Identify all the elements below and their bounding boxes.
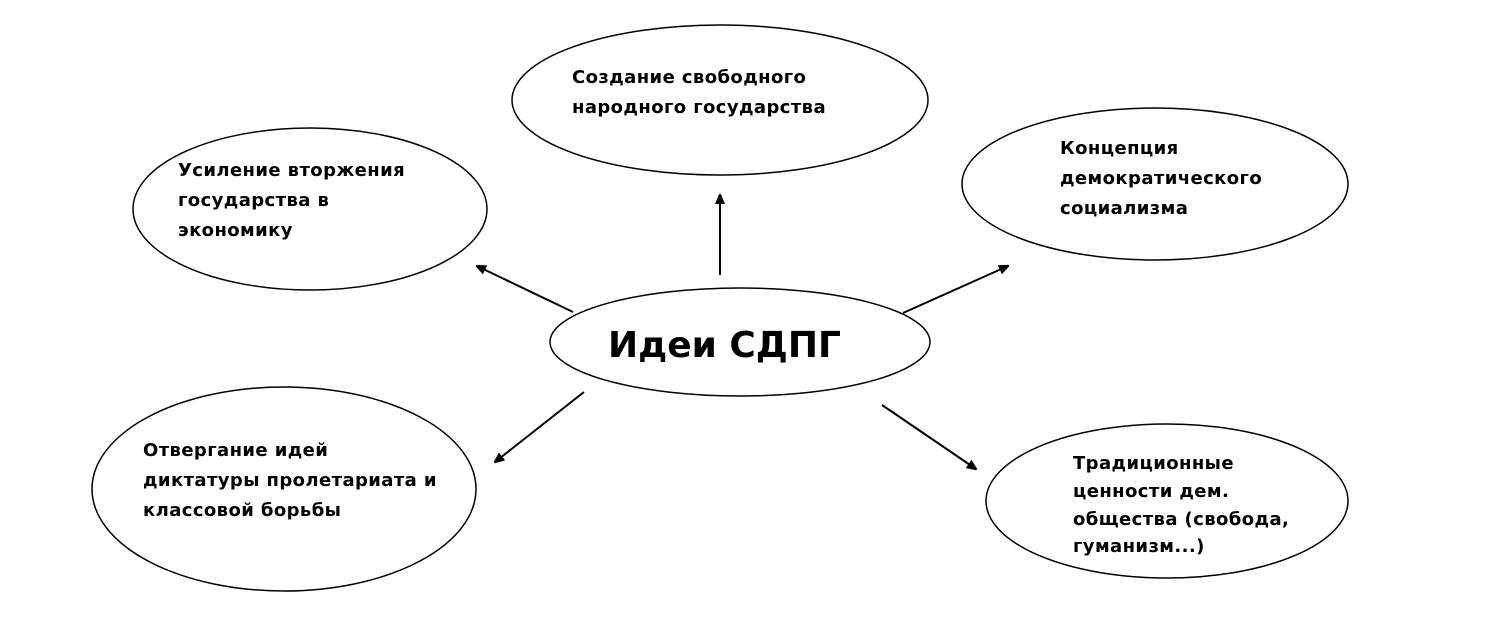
node-top-left: Усиление вторжения государства в экономи… bbox=[132, 127, 488, 291]
arrow-top-left bbox=[477, 266, 574, 313]
arrow-top-right bbox=[902, 266, 1008, 314]
ellipse bbox=[132, 127, 488, 291]
ellipse bbox=[511, 24, 929, 176]
node-center: Идеи СДПГ bbox=[549, 287, 931, 397]
node-bottom-left: Отвергание идей диктатуры пролетариата и… bbox=[91, 386, 477, 592]
node-top: Создание свободного народного государств… bbox=[511, 24, 929, 176]
node-text: Отвергание идей диктатуры пролетариата и… bbox=[143, 440, 444, 521]
node-text: Концепция демократического социализма bbox=[1060, 138, 1269, 219]
ellipse bbox=[961, 107, 1349, 261]
arrow-bottom-right bbox=[881, 404, 976, 469]
node-text: Традиционные ценности дем. общества (сво… bbox=[1073, 453, 1296, 557]
node-bottom-right: Традиционные ценности дем. общества (сво… bbox=[985, 423, 1349, 579]
node-text: Усиление вторжения государства в экономи… bbox=[178, 160, 412, 241]
arrow-bottom-left bbox=[495, 391, 585, 462]
ellipse bbox=[549, 287, 931, 397]
ellipse bbox=[985, 423, 1349, 579]
node-text: Создание свободного народного государств… bbox=[572, 67, 826, 118]
ellipse bbox=[91, 386, 477, 592]
node-top-right: Концепция демократического социализма bbox=[961, 107, 1349, 261]
center-text: Идеи СДПГ bbox=[608, 325, 841, 366]
